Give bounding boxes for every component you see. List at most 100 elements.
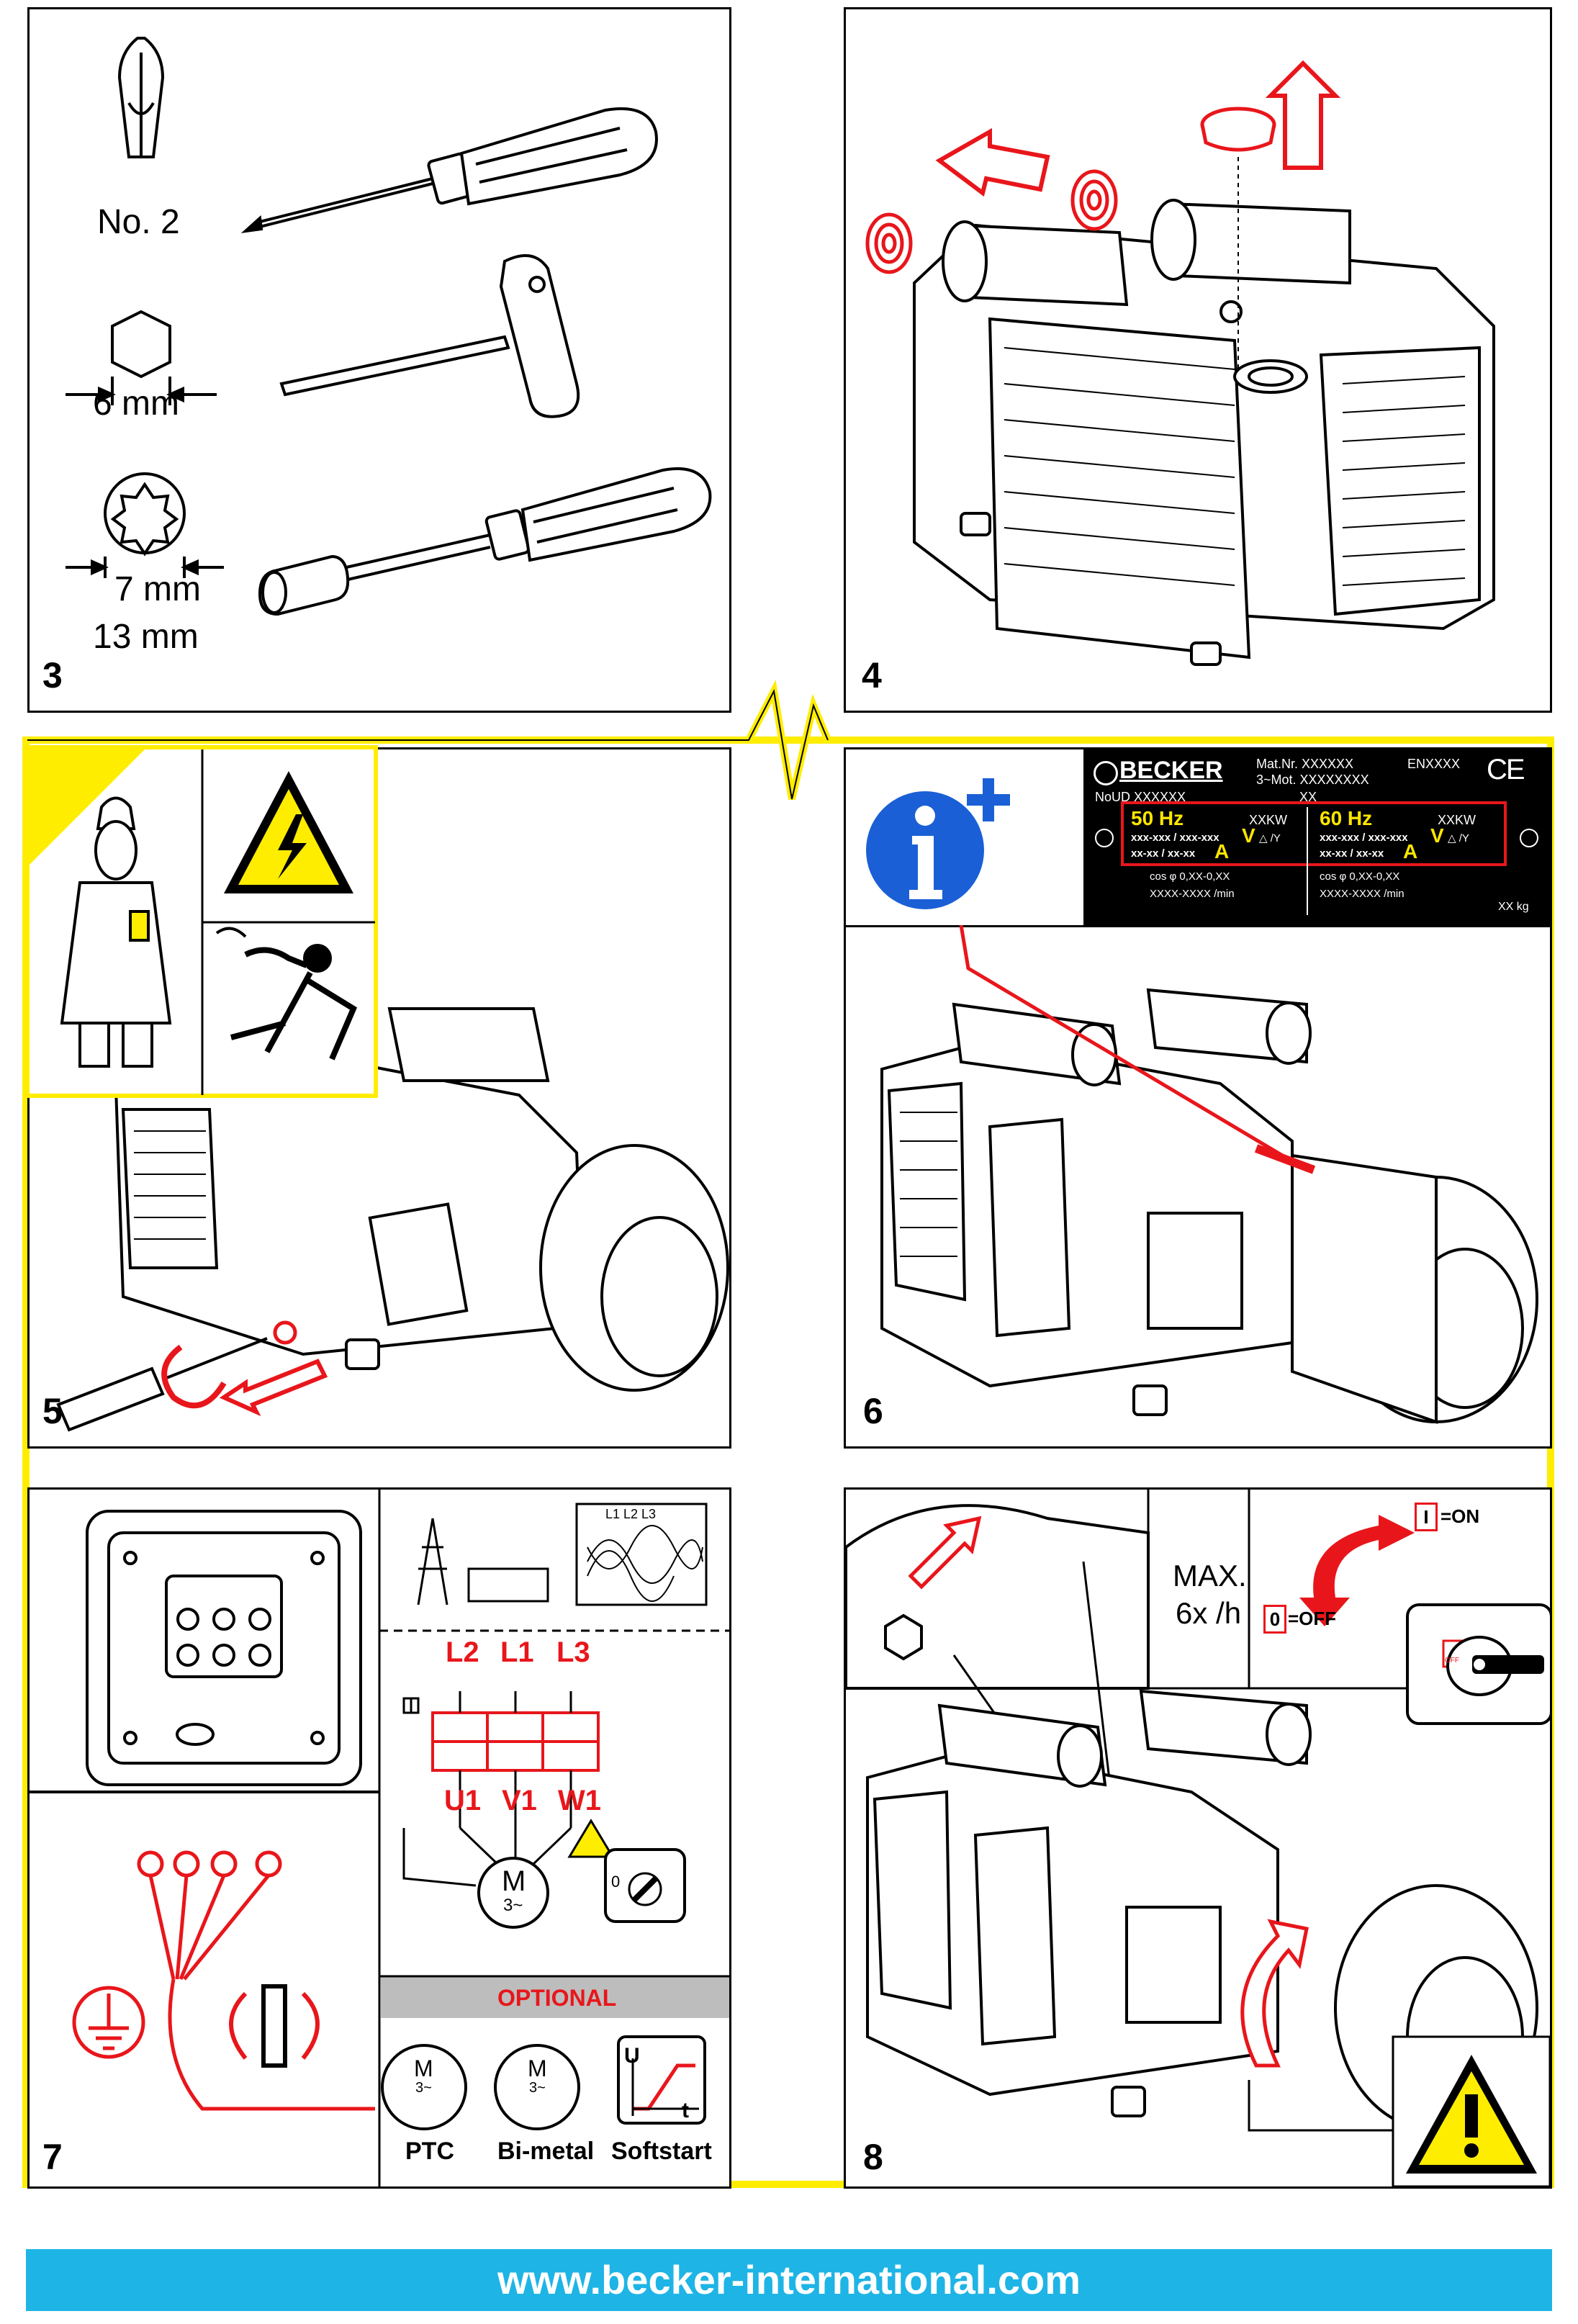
nameplate-60hz-volt: xxx-xxx / xxx-xxx <box>1320 832 1408 844</box>
phillips-screwdriver-icon <box>240 107 658 233</box>
option-bimetal-label: Bi-metal <box>497 2138 595 2165</box>
nameplate-hole-right <box>1520 829 1538 847</box>
start-rate-label: 6x /h <box>1176 1596 1242 1630</box>
nameplate-60hz-kw: XXKW <box>1438 813 1476 827</box>
rotation-direction-arrow-icon <box>908 1515 982 1590</box>
motor-m-label: M <box>502 1865 526 1897</box>
motor-rotation-arrow-icon <box>1240 1919 1309 2068</box>
socket-size-icon <box>66 472 224 578</box>
nameplate-hole-left <box>1095 829 1114 847</box>
terminal-u1: U1 <box>444 1785 482 1816</box>
softstart-u-label: U <box>624 2044 640 2068</box>
nameplate-pointer-line <box>959 925 1308 1172</box>
hex-size-label: 6 mm <box>93 384 179 423</box>
nameplate-50hz-rpm: XXXX-XXXX /min <box>1150 888 1235 900</box>
phase-l2: L2 <box>446 1636 479 1668</box>
panel-step-8-start: MAX. 6x /h I =ON 0 =OFF OFF 8 <box>844 1487 1552 2189</box>
terminal-v1: V1 <box>502 1785 537 1816</box>
panel-step-6-nameplate: BECKER Mat.Nr. XXXXXX 3~Mot. XXXXXXXX EN… <box>844 747 1552 1449</box>
nameplate-50hz: 50 Hz <box>1131 807 1184 829</box>
optional-label: OPTIONAL <box>497 1985 617 2011</box>
off-position-box: 0 <box>1263 1605 1286 1634</box>
three-phase-waveform-icon <box>575 1503 708 1606</box>
nameplate-50hz-volt: xxx-xxx / xxx-xxx <box>1131 832 1219 844</box>
main-switch-icon <box>1406 1603 1550 1725</box>
terminal-wiring-illustration <box>30 1490 729 2186</box>
panel-step-7-wiring: L1 L2 L3 L2 L1 L3 U1 V1 W1 M 3~ 0 OPTION… <box>27 1487 731 2189</box>
option-softstart-label: Softstart <box>611 2138 712 2165</box>
tool-illustrations <box>66 37 712 616</box>
nameplate-50hz-a: A <box>1214 840 1230 863</box>
panel-step-4-remove-plugs: 4 <box>844 7 1552 713</box>
nameplate-separator <box>846 925 1550 927</box>
nameplate-noud: NoUD XXXXXX <box>1095 790 1186 804</box>
off-position-label: =OFF <box>1288 1608 1337 1629</box>
socket-driver-icon <box>258 467 712 616</box>
electrical-safety-box <box>25 745 378 1098</box>
bimetal-motor-icon <box>494 2044 580 2130</box>
hex-key-size-icon <box>66 310 217 405</box>
nameplate-xx: XX <box>1299 790 1317 804</box>
socket-size-label-7: 7 mm <box>114 570 201 608</box>
nameplate-60hz-rpm: XXXX-XXXX /min <box>1320 888 1405 900</box>
on-position-label: =ON <box>1441 1505 1480 1527</box>
phillips-size-label: No. 2 <box>97 203 180 241</box>
nameplate-50hz-cos: cos φ 0,XX-0,XX <box>1150 870 1230 883</box>
step-number-3: 3 <box>42 655 63 695</box>
step-number-4: 4 <box>862 655 882 695</box>
ptc-3-label: 3~ <box>415 2080 432 2096</box>
nameplate-50hz-kw: XXKW <box>1249 813 1288 827</box>
switch-zero-label: 0 <box>611 1873 621 1891</box>
nameplate-divider <box>1307 807 1308 915</box>
rotate-counterclockwise-icon <box>161 1344 227 1409</box>
arrow-down-left-icon <box>219 1359 328 1417</box>
warning-switch-icon <box>567 1819 686 1923</box>
info-icon <box>866 778 1010 909</box>
terminal-cover-screw-icon <box>273 1320 297 1345</box>
softstart-t-label: t <box>682 2099 689 2122</box>
nameplate-60hz: 60 Hz <box>1320 807 1373 829</box>
nameplate-60hz-amp: xx-xx / xx-xx <box>1320 847 1384 860</box>
nameplate-ce: CE <box>1487 754 1525 785</box>
option-ptc-label: PTC <box>405 2138 454 2165</box>
cable-gland-rotate-icon <box>229 1984 320 2068</box>
arrow-left-icon <box>935 127 1050 197</box>
nameplate-mat-nr: Mat.Nr. XXXXXX <box>1256 757 1354 771</box>
arrow-up-icon <box>1265 60 1341 170</box>
socket-size-label-13: 13 mm <box>93 618 199 656</box>
t-handle-hex-key-icon <box>279 254 580 418</box>
on-position-box: I <box>1415 1503 1438 1531</box>
nameplate-60hz-conn: △ /Y <box>1448 832 1469 845</box>
motor-nameplate: BECKER Mat.Nr. XXXXXX 3~Mot. XXXXXXXX EN… <box>1083 749 1550 925</box>
screwdriver-icon <box>56 1337 268 1432</box>
step-number-5: 5 <box>42 1391 63 1431</box>
nameplate-60hz-v: V <box>1430 824 1444 847</box>
pump-remove-plugs-illustration <box>865 60 1495 666</box>
ptc-motor-icon <box>381 2044 467 2130</box>
nameplate-weight: XX kg <box>1498 901 1529 913</box>
nameplate-brand: BECKER <box>1119 757 1223 784</box>
nameplate-60hz-cos: cos φ 0,XX-0,XX <box>1320 870 1400 883</box>
website-footer-link[interactable]: www.becker-international.com <box>26 2249 1552 2311</box>
ground-icon <box>72 1986 145 2059</box>
nameplate-50hz-conn: △ /Y <box>1259 832 1281 845</box>
pump-start-illustration <box>846 1490 1550 2186</box>
phase-labels-small: L1 L2 L3 <box>605 1507 657 1521</box>
phase-l1: L1 <box>500 1636 534 1668</box>
pump-nameplate-location-illustration <box>880 925 1538 1424</box>
motor-3-label: 3~ <box>503 1896 523 1915</box>
ptc-m-label: M <box>414 2055 433 2081</box>
nameplate-en: ENXXXX <box>1407 757 1461 771</box>
max-label: MAX. <box>1173 1559 1247 1593</box>
panel-step-5-terminal-box: 5 <box>25 745 731 1449</box>
electrician-figure-icon <box>30 749 375 1095</box>
softstart-icon <box>617 2035 706 2125</box>
caution-warning-icon <box>1406 2055 1537 2174</box>
step-number-7: 7 <box>42 2137 63 2177</box>
removed-plug-icons <box>865 107 1276 274</box>
terminal-w1: W1 <box>558 1785 601 1816</box>
nameplate-highlight-box <box>1121 801 1507 866</box>
optional-banner <box>381 1976 729 2018</box>
bimetal-m-label: M <box>528 2055 547 2081</box>
